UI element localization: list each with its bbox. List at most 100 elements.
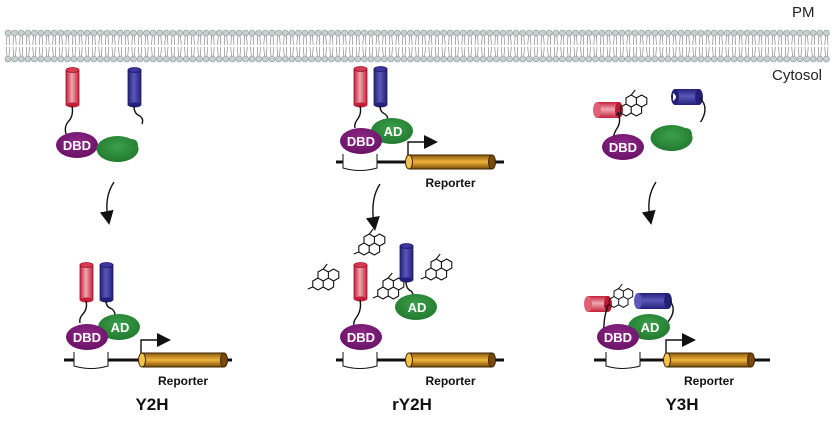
lipid-head: [644, 55, 652, 63]
lipid-head: [387, 29, 395, 37]
lipid-head: [413, 29, 421, 37]
process-arrow: [365, 183, 381, 231]
lipid-tail: [362, 35, 367, 57]
lipid-head: [717, 55, 725, 63]
lipid-tail: [210, 35, 215, 57]
lipid-head: [374, 29, 381, 37]
lipid-head: [479, 29, 487, 37]
lipid-tail: [679, 35, 684, 57]
lipid-head: [446, 29, 454, 37]
lipid-tail: [369, 35, 373, 57]
lipid-tail: [481, 35, 486, 57]
lipid-head: [611, 55, 619, 63]
lipid-tail: [712, 35, 717, 57]
lipid-tail: [580, 35, 585, 57]
lipid-tail: [613, 35, 618, 57]
lipid-head: [196, 55, 203, 63]
binding-site: [73, 352, 109, 369]
lipid-tail: [349, 35, 354, 57]
lipid-tail: [771, 35, 776, 57]
lipid-head: [691, 55, 698, 63]
reporter-label: Reporter: [425, 374, 475, 388]
dna-reporter-construct: Reporter: [336, 352, 504, 388]
lipid-tail: [375, 35, 380, 57]
lipid-head: [539, 29, 546, 37]
lipid-head: [763, 55, 771, 63]
lipid-head: [44, 55, 51, 63]
lipid-tail: [534, 35, 538, 57]
lipid-head: [130, 55, 137, 63]
cytosol-label: Cytosol: [772, 67, 823, 84]
lipid-head: [380, 55, 388, 63]
lipid-head: [618, 55, 626, 63]
lipid-head: [446, 55, 454, 63]
lipid-tail: [474, 35, 479, 57]
lipid-head: [248, 29, 256, 37]
prey-protein: [373, 66, 388, 108]
dna-reporter-construct: Reporter: [594, 333, 770, 388]
lipid-tail: [507, 35, 512, 57]
dbd-domain: DBD: [340, 128, 382, 154]
lipid-head: [559, 29, 566, 37]
lipid-head: [149, 29, 157, 37]
lipid-head: [275, 29, 282, 37]
lipid-tail: [765, 35, 769, 57]
reporter-label: Reporter: [425, 176, 475, 190]
lipid-tail: [811, 35, 816, 57]
lipid-head: [367, 29, 375, 37]
lipid-head: [664, 55, 672, 63]
lipid-head: [809, 29, 817, 37]
lipid-head: [176, 29, 183, 37]
lipid-tail: [72, 35, 76, 57]
bait-protein: [593, 102, 623, 118]
lipid-head: [757, 29, 764, 37]
prey-protein: [127, 67, 142, 108]
lipid-head: [354, 29, 362, 37]
ad-domain: AD: [96, 130, 160, 162]
lipid-tail: [78, 35, 83, 57]
lipid-tail: [85, 35, 90, 57]
lipid-head: [281, 29, 289, 37]
process-arrow: [641, 181, 657, 225]
lipid-tail: [732, 35, 736, 57]
lipid-head: [486, 55, 494, 63]
lipid-head: [341, 55, 348, 63]
ad-domain: AD: [650, 119, 715, 151]
lipid-tail: [217, 35, 222, 57]
lipid-head: [229, 55, 236, 63]
lipid-head: [592, 29, 599, 37]
lipid-tail: [718, 35, 723, 57]
lipid-tail: [19, 35, 24, 57]
lipid-head: [506, 55, 513, 63]
lipid-tail: [408, 35, 413, 57]
ad-label: AD: [696, 119, 715, 134]
lipid-head: [559, 55, 566, 63]
lipid-tail: [395, 35, 400, 57]
lipid-head: [823, 55, 830, 63]
lipid-head: [565, 55, 573, 63]
lipid-tail: [745, 35, 750, 57]
lipid-head: [50, 55, 58, 63]
lipid-tail: [316, 35, 321, 57]
lipid-head: [400, 55, 408, 63]
lipid-head: [750, 29, 758, 37]
lipid-head: [156, 55, 164, 63]
lipid-head: [182, 55, 190, 63]
lipid-tail: [553, 35, 558, 57]
lipid-head: [776, 29, 784, 37]
lipid-head: [658, 55, 665, 63]
lipid-tail: [52, 35, 57, 57]
lipid-tail: [283, 35, 288, 57]
lipid-head: [83, 29, 91, 37]
lipid-tail: [6, 35, 10, 57]
lipid-head: [50, 29, 58, 37]
lipid-head: [506, 29, 513, 37]
lipid-head: [750, 55, 758, 63]
reporter-label: Reporter: [158, 374, 208, 388]
lipid-head: [242, 29, 249, 37]
lipid-tail: [514, 35, 519, 57]
small-molecule-ligand: [307, 263, 340, 291]
lipid-tail: [441, 35, 446, 57]
lipid-tail: [639, 35, 644, 57]
